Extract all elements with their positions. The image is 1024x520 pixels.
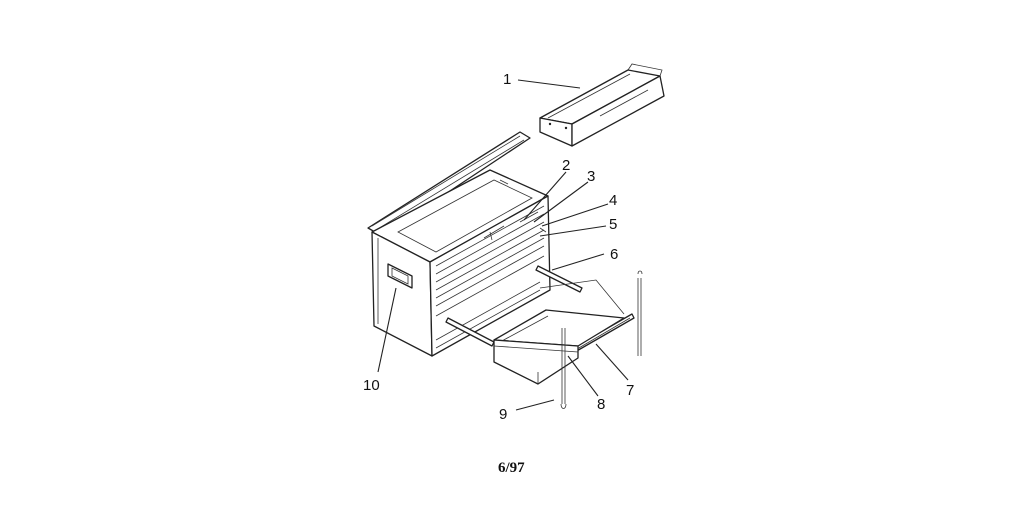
- hardware-rods: [560, 270, 643, 409]
- date-code: 6/97: [498, 460, 525, 476]
- upper-slide: [535, 265, 583, 293]
- callout-1: 1: [503, 71, 511, 88]
- leader-lines: [377, 79, 629, 411]
- callout-5: 5: [609, 216, 617, 233]
- left-slide: [445, 317, 495, 347]
- callout-9: 9: [499, 406, 507, 423]
- callout-labels: 1 2 3 4 5 6 7 8 9 10: [363, 71, 634, 423]
- callout-7: 7: [626, 382, 634, 399]
- side-handle: [387, 263, 413, 289]
- pulled-drawer: [493, 279, 625, 385]
- tool-tray-part: [539, 63, 665, 147]
- callout-6: 6: [610, 246, 618, 263]
- callout-3: 3: [587, 168, 595, 185]
- drawer-slides: [445, 265, 635, 357]
- callout-8: 8: [597, 396, 605, 413]
- callout-10: 10: [363, 377, 380, 394]
- tool-chest-body: [367, 131, 551, 357]
- callout-4: 4: [609, 192, 617, 209]
- callout-2: 2: [562, 157, 570, 174]
